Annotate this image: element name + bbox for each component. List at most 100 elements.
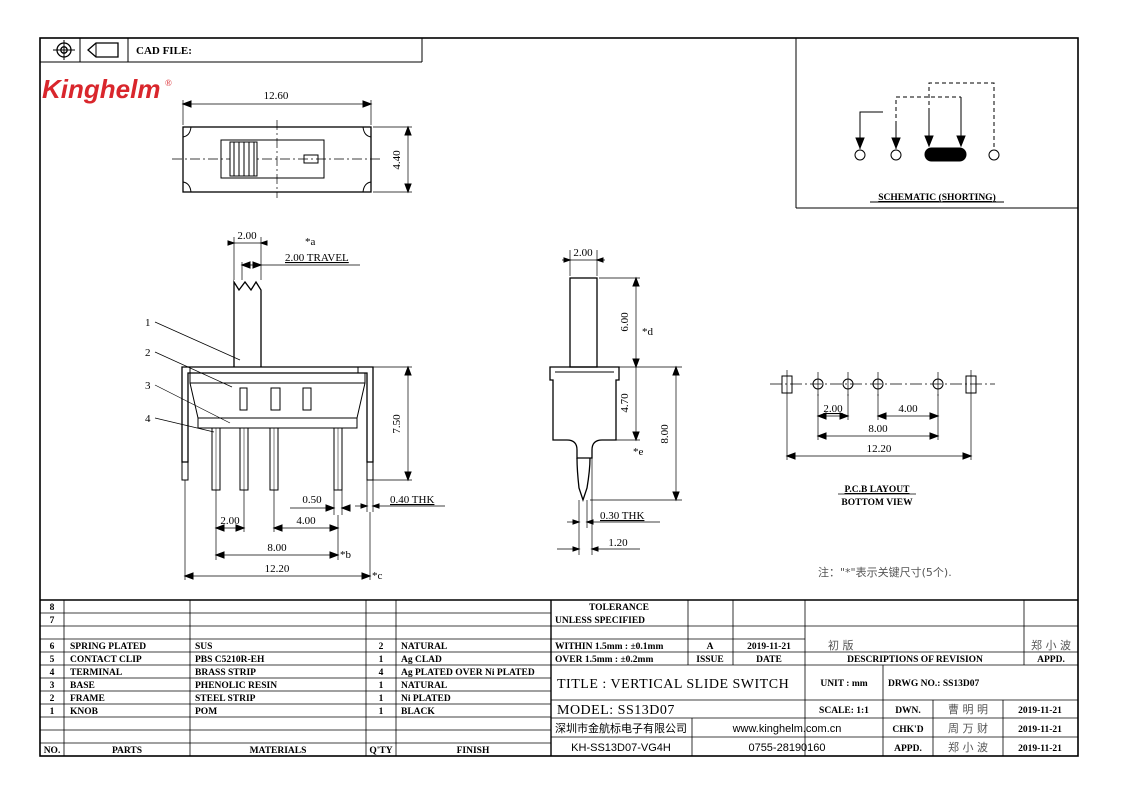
top-width-dim: 12.60 [264, 90, 289, 102]
pcb-span-8: 8.00 [868, 423, 888, 435]
sheet-border [39, 37, 1079, 757]
appd-label: APPD. [1037, 655, 1065, 665]
row-no: 2 [50, 694, 55, 704]
header-materials: MATERIALS [250, 746, 307, 756]
revision-desc: 初 版 [828, 638, 854, 652]
row-qty: 4 [379, 668, 384, 678]
span-4-dim: 4.00 [296, 515, 316, 527]
row-qty: 1 [379, 681, 384, 691]
pin-width-dim: 0.50 [302, 494, 322, 506]
row-part: FRAME [70, 694, 105, 704]
header-qty: Q'TY [369, 746, 392, 756]
side-knob-height: 6.00 [619, 312, 631, 332]
front-thk-dim: 0.40 THK [390, 494, 434, 506]
row-qty: 1 [379, 655, 384, 665]
front-view [154, 237, 445, 580]
travel-dim: 2.00 TRAVEL [285, 252, 349, 264]
dwn-name: 曹 明 明 [948, 703, 988, 716]
row-material: POM [195, 707, 217, 717]
pcb-layout [770, 370, 995, 460]
pcb-span-4: 4.00 [898, 403, 918, 415]
row-no: 3 [50, 681, 55, 691]
side-thk-dim: 0.30 THK [600, 510, 644, 522]
cad-file-label: CAD FILE: [136, 45, 192, 57]
registered-mark: ® [165, 78, 172, 88]
doc-number: KH-SS13D07-VG4H [571, 742, 671, 754]
side-total-height: 8.00 [659, 424, 671, 444]
key-dimension-note: 注："*"表示关键尺寸(5个). [818, 565, 952, 579]
callout-3: 3 [145, 380, 151, 392]
header-parts: PARTS [112, 746, 142, 756]
row-material: PHENOLIC RESIN [195, 681, 277, 691]
side-body-height: 4.70 [619, 393, 631, 413]
row-part: SPRING PLATED [70, 642, 146, 652]
projection-symbol [40, 38, 423, 63]
appd-name-2: 郑 小 波 [948, 740, 988, 754]
star-b: *b [340, 549, 352, 561]
row-no: 8 [50, 603, 55, 613]
row-finish: NATURAL [401, 681, 447, 691]
tolerance-within: WITHIN 1.5mm : ±0.1mm [555, 642, 663, 652]
revision-label: DESCRIPTIONS OF REVISION [847, 655, 983, 665]
pitch-dim: 2.00 [220, 515, 240, 527]
header-no: NO. [44, 746, 61, 756]
row-no: 5 [50, 655, 55, 665]
row-part: CONTACT CLIP [70, 655, 142, 665]
drawing-title: TITLE : VERTICAL SLIDE SWITCH [557, 677, 789, 692]
pcb-span-12: 12.20 [867, 443, 892, 455]
row-finish: BLACK [401, 707, 435, 717]
chkd-label: CHK'D [892, 725, 923, 735]
star-c: *c [372, 570, 383, 582]
dwn-label: DWN. [895, 706, 921, 716]
row-finish: Ag PLATED OVER Ni PLATED [401, 668, 535, 678]
row-material: SUS [195, 642, 212, 652]
callout-4: 4 [145, 413, 151, 425]
row-material: BRASS STRIP [195, 668, 256, 678]
drawing-number: DRWG NO.: SS13D07 [888, 679, 979, 689]
issue-value: A [707, 642, 714, 652]
row-part: BASE [70, 681, 95, 691]
model-number: MODEL: SS13D07 [557, 703, 675, 718]
appd-date: 2019-11-21 [1018, 744, 1062, 754]
star-d: *d [642, 326, 654, 338]
tolerance-over: OVER 1.5mm : ±0.2mm [555, 655, 653, 665]
row-qty: 1 [379, 707, 384, 717]
pcb-title: P.C.B LAYOUT [844, 485, 910, 495]
date-value: 2019-11-21 [747, 642, 791, 652]
company-name: 深圳市金航标电子有限公司 [555, 721, 687, 735]
side-width-dim: 1.20 [608, 537, 628, 549]
row-no: 6 [50, 642, 55, 652]
row-no: 4 [50, 668, 55, 678]
appd-name: 郑 小 波 [1031, 638, 1071, 652]
callout-1: 1 [145, 317, 151, 329]
star-e: *e [633, 446, 644, 458]
row-material: PBS C5210R-EH [195, 655, 265, 665]
phone-number: 0755-28190160 [748, 742, 825, 754]
issue-label: ISSUE [696, 655, 723, 665]
row-part: KNOB [70, 707, 99, 717]
appd-label-2: APPD. [894, 744, 922, 754]
side-view [549, 250, 682, 555]
row-qty: 2 [379, 642, 384, 652]
chkd-name: 周 万 财 [948, 721, 988, 735]
row-finish: Ag CLAD [401, 655, 442, 665]
row-part: TERMINAL [70, 668, 122, 678]
row-qty: 1 [379, 694, 384, 704]
scale-label: SCALE: 1:1 [819, 706, 869, 716]
kinghelm-logo: Kinghelm [42, 74, 160, 104]
top-height-dim: 4.40 [391, 150, 403, 170]
date-label: DATE [756, 655, 782, 665]
callout-2: 2 [145, 347, 151, 359]
title-block [551, 600, 1078, 756]
row-no: 7 [50, 616, 55, 626]
website: www.kinghelm.com.cn [732, 723, 842, 735]
header-finish: FINISH [457, 746, 490, 756]
tolerance-label: TOLERANCE [589, 603, 649, 613]
chkd-date: 2019-11-21 [1018, 725, 1062, 735]
span-12-dim: 12.20 [265, 563, 290, 575]
front-height-dim: 7.50 [391, 414, 403, 434]
row-finish: NATURAL [401, 642, 447, 652]
top-view [172, 100, 412, 198]
pcb-pitch-dim: 2.00 [823, 403, 843, 415]
row-material: STEEL STRIP [195, 694, 256, 704]
